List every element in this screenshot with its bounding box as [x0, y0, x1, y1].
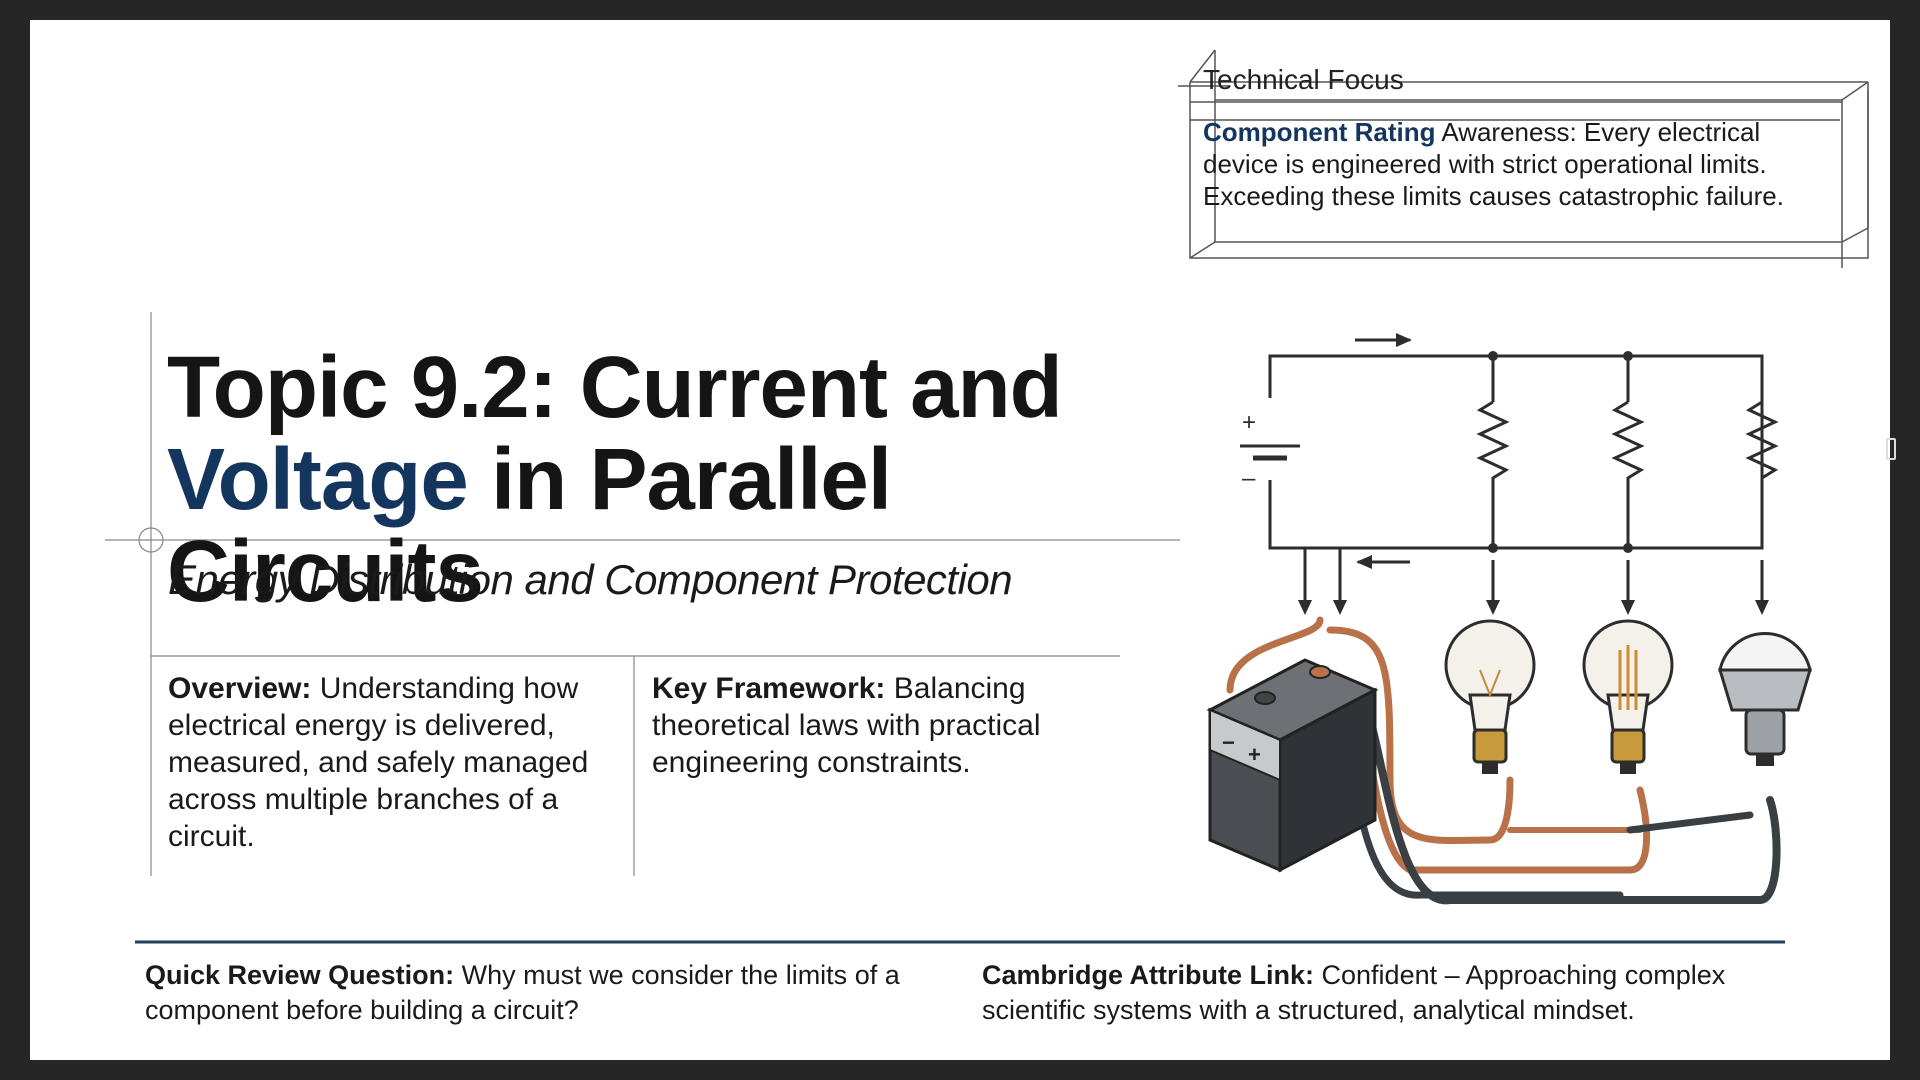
technical-focus-body: Component Rating Awareness: Every electr… — [1203, 116, 1823, 212]
title-line-2: Voltage in Parallel Circuits — [167, 434, 1227, 618]
overview-text: Understanding how electrical energy is d… — [168, 672, 589, 853]
battery-icon: − + — [1206, 658, 1379, 873]
battery-plus-symbol: + — [1242, 409, 1256, 436]
technical-focus-text: Awareness: Every electrical device is en… — [1203, 117, 1784, 211]
technical-focus-highlight: Component Rating — [1203, 117, 1436, 147]
quick-review-label: Quick Review Question: — [145, 960, 455, 990]
battery-minus-label: − — [1222, 730, 1235, 755]
quick-review-question: Quick Review Question: Why must we consi… — [145, 958, 945, 1028]
key-framework-label: Key Framework: — [652, 672, 886, 705]
title-highlight: Voltage — [167, 431, 469, 528]
cambridge-attribute-text: Confident – Approaching complex scientif… — [982, 960, 1726, 1025]
parallel-circuit-diagram: + – − + — [1206, 333, 1813, 905]
technical-focus-heading: Technical Focus — [1203, 64, 1404, 95]
cambridge-attribute-label: Cambridge Attribute Link: — [982, 960, 1315, 990]
quick-review-text: Why must we consider the limits of a com… — [145, 960, 900, 1025]
key-framework-block: Key Framework: Balancing theoretical law… — [652, 670, 1082, 781]
key-framework-text: Balancing theoretical laws with practica… — [652, 672, 1041, 779]
mouse-cursor-icon — [1886, 438, 1896, 460]
battery-plus-label: + — [1248, 742, 1261, 767]
title-line-2-rest: in Parallel Circuits — [167, 431, 892, 620]
page-subtitle: Energy Distribution and Component Protec… — [168, 556, 1013, 603]
title-line-1: Topic 9.2: Current and — [167, 339, 1063, 436]
overview-block: Overview: Understanding how electrical e… — [168, 670, 608, 855]
overview-label: Overview: — [168, 672, 312, 705]
page-title: Topic 9.2: Current and Voltage in Parall… — [167, 342, 1227, 618]
filament-bulb-icon — [1582, 619, 1674, 774]
incandescent-bulb-icon — [1444, 619, 1536, 774]
slide: Technical Focus Component Rating Awarene… — [30, 20, 1890, 1060]
led-bulb-icon — [1717, 632, 1813, 766]
cambridge-attribute-link: Cambridge Attribute Link: Confident – Ap… — [982, 958, 1802, 1028]
sketch-lines — [105, 49, 1869, 944]
battery-minus-symbol: – — [1242, 465, 1256, 492]
